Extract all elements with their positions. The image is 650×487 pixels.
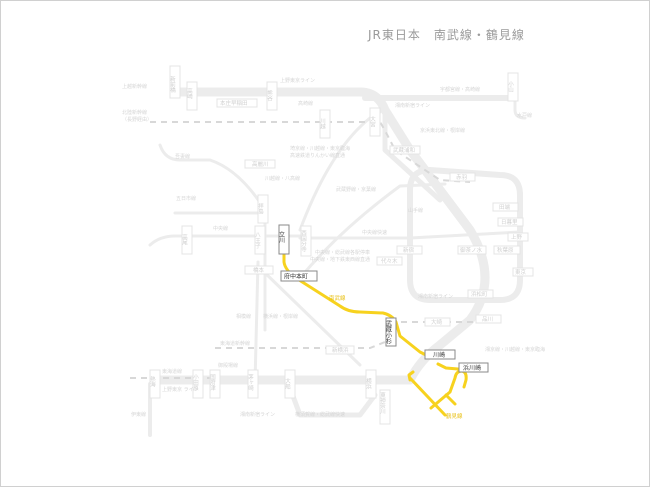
station-nishikokubunji: 西国分寺 [300,230,307,253]
station-atami: 熱海 [149,375,156,389]
keihin-tohoku-line [382,109,443,203]
label-chuo-subway2: 中央線・地下鉄東西線直通 [310,256,370,263]
tsurumi-line: 鶴見線 [407,369,468,420]
label-yamanote-line: 山手線 [408,207,423,214]
svg-text:武蔵小杉: 武蔵小杉 [385,319,392,345]
label-itsukaichi-line: 五日市線 [176,195,196,202]
label-shonan-inner: 湘南新宿ライン [418,293,453,300]
label-rinkai-line: 高速鉄道りんかい線直通 [290,152,345,159]
label-keihin-kawasaki: 湘京線・川越線・東京臨海 [485,346,545,353]
map-title: JR東日本 南武線・鶴見線 [368,28,525,42]
chuo-west-line [148,234,302,247]
musashino-line [298,182,447,280]
yamanote-line [407,167,523,303]
hachiko-line [158,143,267,332]
station-nippori: 日暮里 [501,218,518,226]
station-akihabara: 秋葉原 [497,246,514,254]
station-shin-yokohama: 新横浜 [332,346,349,354]
label-joetsu-shinkansen: 上越新幹線 [122,83,147,90]
stations-gray: 新前橋 高崎 本庄早稲田 熊谷 大宮 川越 高麗川 拝島 小山 武蔵浦和 赤羽 … [149,65,534,425]
label-hokuriku-via: （長野経由） [122,116,152,123]
station-shinjuku: 新宿 [403,246,415,254]
mito-line [513,78,527,120]
station-komagawa: 高麗川 [252,160,269,168]
station-chigasaki: 茅ヶ崎 [247,373,254,391]
tsurumi-line-label: 鶴見線 [446,412,463,420]
station-hashimoto: 橋本 [253,266,265,274]
sagami-line [253,260,260,385]
label-chuo-subway: 中央線・総武線各駅停車 [315,249,370,256]
label-hachiko-line: 川越線・八高線 [265,175,300,182]
label-ueno-tokyo-line-2: 上野東京 ライン [162,386,199,393]
svg-text:川崎: 川崎 [433,351,445,359]
station-takasaki: 高崎 [186,87,193,100]
station-takao: 高尾 [181,233,188,247]
station-omiya: 大宮 [369,115,376,129]
station-hama-kawasaki[interactable]: 浜川崎 [458,362,489,373]
station-ueno: 上野 [511,233,523,241]
station-osaki: 大崎 [431,318,443,326]
label-agatsuma-line: 吾妻線 [175,153,190,160]
tokaido-shinkansen [215,339,391,349]
station-kawasaki[interactable]: 川崎 [424,349,456,360]
station-musashi-urawa: 武蔵浦和 [393,146,415,154]
station-tokyo: 東京 [515,268,527,276]
station-yokohama: 横浜 [365,377,372,391]
svg-text:府中本町: 府中本町 [284,273,308,281]
label-tokaido-shinkansen: 東海道新幹線 [220,340,250,347]
label-keihin-tohoku: 京浜東北線・根岸線 [420,127,465,134]
yokosuka-line [287,385,378,418]
nambu-branch-path [436,362,460,371]
station-hachioji: 八王子 [254,232,261,249]
label-shonan-shinjuku-2: 湘南新宿ライン [240,411,275,418]
kawagoe-line [298,110,382,232]
stations-highlighted: 立川 府中本町 武蔵小杉 川崎 浜川崎 [278,224,489,373]
tsurumi-branch-path [429,369,468,410]
station-haijima: 拝島 [257,202,264,216]
label-chuo-rapid: 中央線快速 [362,229,387,236]
station-ofuna: 大船 [284,377,291,391]
station-ochanomizu: 御茶ノ水 [460,246,483,254]
label-sagami-line: 相模線 [236,313,251,320]
station-kozu: 国府津 [209,374,216,392]
label-ueno-tokyo-line: 上野東京ライン [280,77,315,84]
station-tabata: 田端 [499,203,511,211]
station-kawagoe: 川越 [319,118,326,130]
station-kumagaya: 熊谷 [266,89,273,103]
station-hamamatsucho: 浜松町 [471,290,488,298]
svg-text:立川: 立川 [278,230,285,243]
label-chuo-line: 中央線 [213,225,228,232]
label-shonan-shinjuku-line: 湘南新宿ライン [395,102,430,109]
station-higashi-kanagawa: 東神奈川 [379,391,386,415]
station-tachikawa[interactable]: 立川 [278,224,290,255]
line-labels: 上越新幹線 北陸新幹線 （長野経由） 上野東京ライン 高崎線 湘南新宿ライン 宇… [122,77,545,418]
station-musashi-kosugi[interactable]: 武蔵小杉 [385,317,397,347]
label-gotemba-line: 御殿場線 [218,362,238,369]
label-yokosuka-line: 横須賀線・総武線快速 [295,411,345,418]
label-yokohama-line: 横浜線・根岸線 [263,313,298,320]
label-ito-line: 伊東線 [131,411,146,418]
station-honjo-waseda: 本庄早稲田 [220,99,248,107]
tsurumi-branch2-path [444,393,457,406]
label-saikyo-line: 埼京線・川越線・東京臨海 [290,145,350,152]
label-musashino-line: 武蔵野線・京葉線 [336,186,376,193]
station-shinmaebashi: 新前橋 [169,75,176,94]
station-akabane: 赤羽 [456,173,467,181]
label-utsunomiya-takasaki: 宇都宮線・高崎線 [440,86,480,93]
station-yoyogi: 代々木 [381,257,398,265]
label-tokaido-line: 東海道線 [162,368,182,375]
nambu-line-label: 南武線 [329,294,346,302]
label-takasaki-line: 高崎線 [298,100,313,107]
label-hokuriku-shinkansen: 北陸新幹線 [122,109,147,116]
tsurumi-line-path [407,370,447,417]
station-oyama: 小山 [507,80,514,94]
station-odawara: 小田原 [192,373,199,391]
station-fuchu-hommachi[interactable]: 府中本町 [280,270,318,282]
station-shinagawa: 品川 [482,316,493,323]
label-mito-line: 水戸線 [517,112,532,119]
shinkansen-north [150,121,471,183]
svg-text:浜川崎: 浜川崎 [463,364,481,372]
